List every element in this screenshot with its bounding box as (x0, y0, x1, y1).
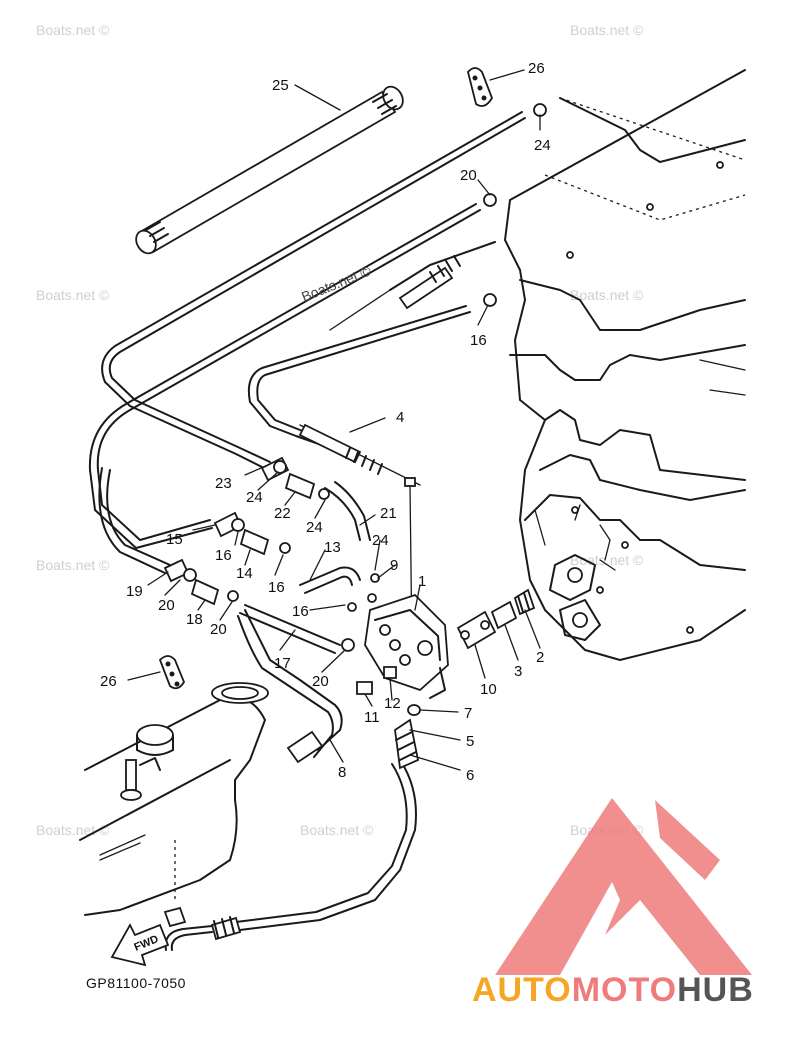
callout-16: 16 (215, 547, 232, 564)
oil-tank (79, 682, 269, 928)
leader-lines (127, 69, 541, 771)
callout-16: 16 (292, 603, 309, 620)
watermark-text: Boats.net © (570, 22, 644, 38)
fittings (163, 103, 547, 652)
callout-17: 17 (274, 655, 291, 672)
watermark-text: Boats.net © (36, 557, 110, 573)
callout-8: 8 (338, 764, 346, 781)
callouts: 25 26 24 20 16 4 23 24 22 24 21 15 24 13… (100, 60, 551, 784)
callout-24: 24 (534, 137, 551, 154)
callout-24: 24 (246, 489, 263, 506)
callout-3: 3 (514, 663, 522, 680)
cables (298, 241, 496, 651)
callout-2: 2 (536, 649, 544, 666)
callout-21: 21 (380, 505, 397, 522)
callout-7: 7 (464, 705, 472, 722)
callout-16: 16 (470, 332, 487, 349)
engine-block (504, 69, 746, 661)
callout-5: 5 (466, 733, 474, 750)
callout-25: 25 (272, 77, 289, 94)
fwd-arrow: FWD (110, 923, 170, 967)
callout-14: 14 (236, 565, 253, 582)
callout-24: 24 (372, 532, 389, 549)
grommet-26-top (467, 67, 493, 107)
callout-10: 10 (480, 681, 497, 698)
callout-23: 23 (215, 475, 232, 492)
callout-22: 22 (274, 505, 291, 522)
watermark-text: Boats.net © (36, 22, 110, 38)
hoses (88, 111, 526, 951)
logo-word-hub: HUB (677, 971, 754, 1009)
watermark-text: Boats.net © (570, 552, 644, 568)
part-code: GP81100-7050 (86, 975, 186, 991)
grommet-26-left (158, 655, 186, 690)
callout-20: 20 (460, 167, 477, 184)
automotohub-logo: AUTOMOTOHUB (472, 798, 754, 1009)
callout-16: 16 (268, 579, 285, 596)
callout-4: 4 (396, 409, 404, 426)
callout-1: 1 (418, 573, 426, 590)
callout-6: 6 (466, 767, 474, 784)
callout-20: 20 (312, 673, 329, 690)
callout-20: 20 (210, 621, 227, 638)
oil-pump-assembly (356, 588, 536, 716)
callout-18: 18 (186, 611, 203, 628)
watermark-text: Boats.net © (570, 287, 644, 303)
watermark-inline: Boats.net © (299, 262, 374, 305)
callout-11: 11 (364, 709, 380, 726)
logo-word-auto: AUTO (472, 971, 572, 1009)
watermark-text: Boats.net © (300, 822, 374, 838)
callout-24: 24 (306, 519, 323, 536)
callout-12: 12 (384, 695, 401, 712)
watermark-text: Boats.net © (36, 287, 110, 303)
callout-13: 13 (324, 539, 341, 556)
callout-15: 15 (166, 531, 183, 548)
callout-26: 26 (528, 60, 545, 77)
logo-word-moto: MOTO (572, 971, 677, 1009)
callout-26: 26 (100, 673, 117, 690)
tube-25 (135, 85, 404, 255)
callout-20: 20 (158, 597, 175, 614)
svg-text:AUTOMOTOHUB: AUTOMOTOHUB (472, 971, 754, 1009)
logo-mark (495, 798, 752, 975)
callout-9: 9 (390, 557, 398, 574)
callout-19: 19 (126, 583, 143, 600)
